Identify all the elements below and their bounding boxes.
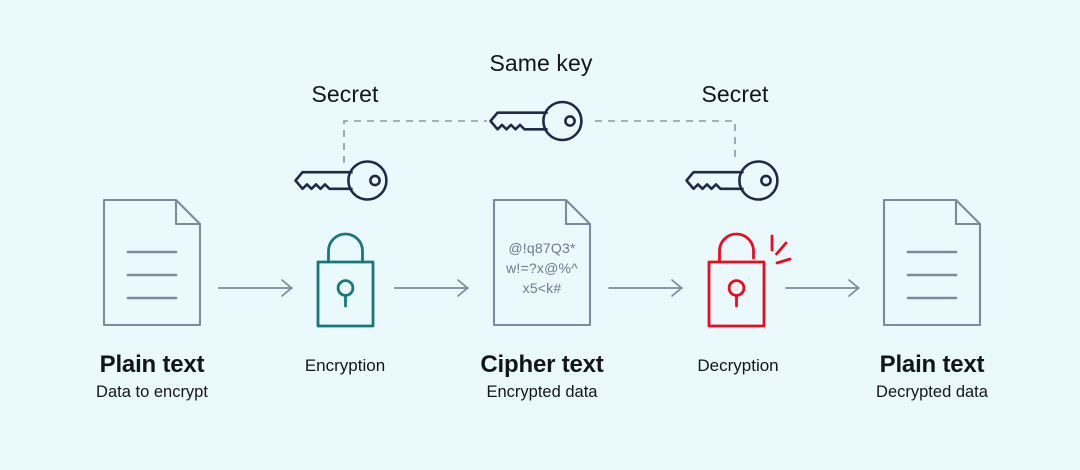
key-icon-center — [489, 100, 583, 142]
stage-title-encryption: Encryption — [304, 356, 386, 375]
closed-padlock-icon — [316, 232, 375, 328]
document-icon-cipher — [492, 198, 592, 327]
arrow-right-icon-3 — [608, 279, 683, 297]
stage-subtitle-plain-text-input: Data to encrypt — [96, 383, 208, 401]
cipher-line-1: @!q87Q3* — [508, 240, 576, 256]
document-icon-plain-right — [882, 198, 982, 327]
key-icon-right — [685, 160, 779, 201]
label-secret-left: Secret — [311, 81, 379, 107]
cipher-line-2: w!=?x@%^ — [506, 260, 578, 276]
label-secret-right: Secret — [701, 81, 769, 107]
dashed-connector — [343, 120, 736, 163]
stage-title-cipher-text: Cipher text — [480, 351, 604, 378]
cipher-line-3: x5<k# — [522, 280, 562, 296]
stage-title-plain-text-input: Plain text — [99, 351, 205, 378]
open-padlock-icon — [707, 232, 792, 328]
arrow-right-icon-2 — [394, 279, 469, 297]
key-icon-left — [294, 160, 388, 201]
arrow-right-icon-4 — [785, 279, 860, 297]
stage-title-plain-text-output: Plain text — [879, 351, 985, 378]
stage-subtitle-plain-text-output: Decrypted data — [876, 383, 988, 401]
label-same-key: Same key — [489, 50, 593, 76]
document-icon-plain-left — [102, 198, 202, 327]
stage-subtitle-cipher-text: Encrypted data — [486, 383, 598, 401]
arrow-right-icon-1 — [218, 279, 293, 297]
stage-title-decryption: Decryption — [697, 356, 779, 375]
cipher-text-content: @!q87Q3* w!=?x@%^ x5<k# — [506, 238, 578, 298]
